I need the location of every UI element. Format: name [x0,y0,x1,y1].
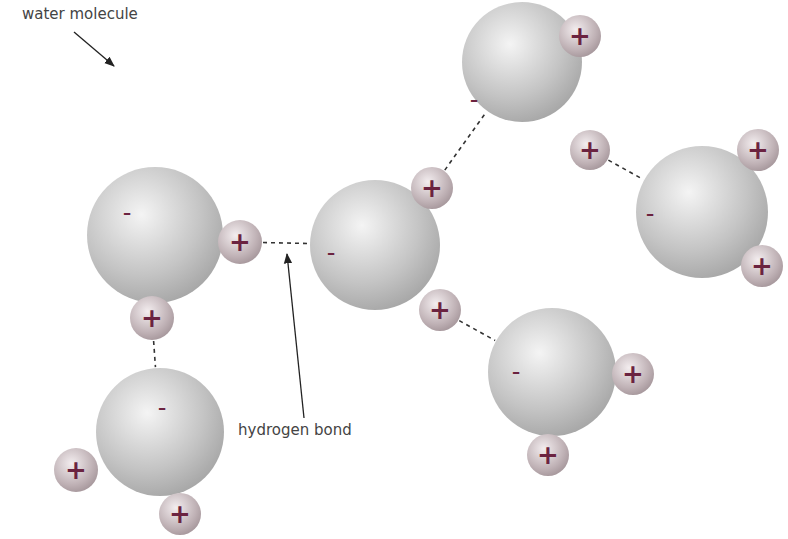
charge-sign: - [158,396,167,420]
hydrogen-atom: + [741,245,783,287]
label-text: water molecule [22,6,138,23]
charge-sign: - [470,88,479,112]
hydrogen-atom: + [411,167,453,209]
hydrogen-bond-line [154,341,156,367]
charge-sign: - [123,201,132,225]
charge-sign: + [569,23,591,49]
charge-sign: - [327,241,336,265]
charge-sign: + [429,297,451,323]
charge-sign: - [512,360,521,384]
label-text: hydrogen bond [238,422,352,439]
hydrogen-atom: + [419,289,461,331]
hydrogen-atom: + [159,493,201,535]
hydrogen-atom: + [130,296,174,340]
hydrogen-bond-line [263,243,309,244]
hydrogen-atom: + [570,130,610,170]
hydrogen-bond-line [608,160,643,179]
hydrogen-atom: + [737,129,779,171]
charge-sign: + [141,305,163,331]
hydrogen-atom: + [612,353,654,395]
hydrogen-atom: + [527,434,569,476]
hydrogen-atom: + [54,448,98,492]
oxygen-atom: - [96,368,224,496]
charge-sign: + [421,175,443,201]
hydrogen-atom: + [218,220,262,264]
charge-sign: + [65,457,87,483]
leader-arrow [287,254,304,418]
hydrogen-bond-line [459,321,495,341]
charge-sign: + [622,361,644,387]
charge-sign: + [579,137,601,163]
charge-sign: + [229,229,251,255]
charge-sign: - [646,202,655,226]
charge-sign: + [169,501,191,527]
oxygen-atom: - [488,308,616,436]
charge-sign: + [537,442,559,468]
charge-sign: + [751,253,773,279]
charge-sign: + [747,137,769,163]
oxygen-atom: - [462,2,582,122]
hydrogen-atom: + [559,15,601,57]
leader-arrow [74,32,114,66]
oxygen-atom: - [87,167,223,303]
hydrogen-bond-line [445,112,487,170]
